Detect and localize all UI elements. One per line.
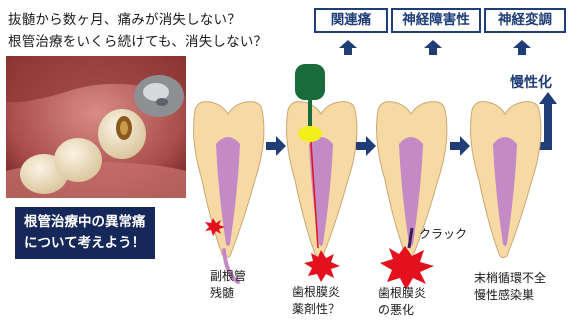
clinical-photo xyxy=(6,56,186,198)
caption-stage-4: 末梢循環不全 慢性感染巣 xyxy=(474,270,546,304)
caption-stage-3-line-2: の悪化 xyxy=(378,302,426,319)
tooth-stage-2 xyxy=(287,64,357,282)
caption-stage-2-line-1: 歯根膜炎 xyxy=(292,284,340,301)
condition-box-referred-pain: 関連痛 xyxy=(314,8,388,33)
crack-label: クラック xyxy=(419,226,467,243)
tooth-stage-1 xyxy=(194,102,264,282)
caption-stage-2: 歯根膜炎 薬剤性？ xyxy=(292,284,340,318)
tooth-stages-diagram xyxy=(180,60,565,290)
caption-stage-1-line-1: 副根管 xyxy=(210,268,246,285)
caption-stage-1: 副根管 残髄 xyxy=(210,268,246,302)
header-line-1: 抜髄から数ヶ月、痛みが消失しない？ xyxy=(8,8,241,28)
tooth-stage-3 xyxy=(377,102,447,290)
caption-stage-3-line-1: 歯根膜炎 xyxy=(378,285,426,302)
medicament-icon xyxy=(298,126,322,142)
up-arrow-icon xyxy=(338,40,358,56)
callout-line-2: について考えよう！ xyxy=(24,233,146,254)
caption-stage-4-line-2: 慢性感染巣 xyxy=(474,287,546,304)
condition-box-neuropathic: 神経障害性 xyxy=(391,8,481,33)
right-arrow-icon xyxy=(356,136,376,156)
right-arrow-icon xyxy=(266,136,286,156)
condition-box-neuromodulation: 神経変調 xyxy=(484,8,566,33)
caption-stage-2-line-2: 薬剤性？ xyxy=(292,301,340,318)
periodontitis-burst-icon xyxy=(304,250,340,282)
header-line-2: 根管治療をいくら続けても、消失しない？ xyxy=(8,30,267,50)
tooth-stage-4 xyxy=(471,102,541,258)
worsened-burst-icon xyxy=(380,246,434,290)
up-arrow-icon xyxy=(512,40,532,56)
caption-stage-3: 歯根膜炎 の悪化 xyxy=(378,285,426,319)
endodontic-instrument-icon xyxy=(295,64,325,100)
callout-box: 根管治療中の異常痛 について考えよう！ xyxy=(15,207,155,259)
right-arrow-icon xyxy=(450,136,470,156)
caption-stage-1-line-2: 残髄 xyxy=(210,285,246,302)
up-arrow-icon xyxy=(423,40,443,56)
caption-stage-4-line-1: 末梢循環不全 xyxy=(474,270,546,287)
callout-line-1: 根管治療中の異常痛 xyxy=(24,212,146,233)
